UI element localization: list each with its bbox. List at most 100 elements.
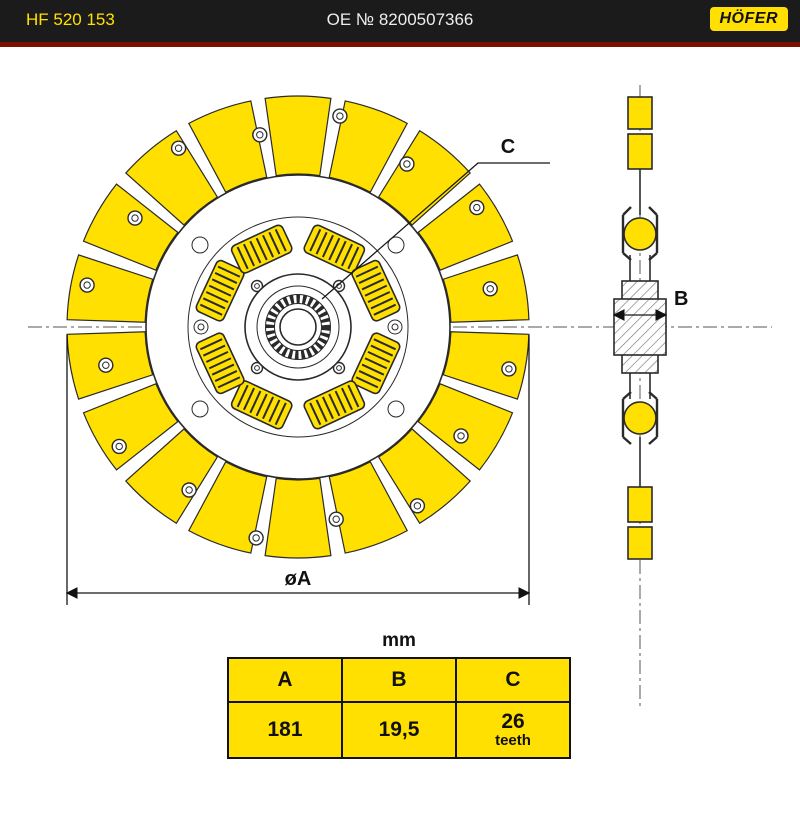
axis-hole <box>193 319 209 335</box>
spring-coil <box>211 278 235 291</box>
friction-pad <box>82 383 179 471</box>
spring-coil <box>214 370 238 382</box>
spring-coil <box>364 357 388 370</box>
damper-spring <box>230 224 293 274</box>
header-bar: HF 520 153 OE № 8200507366 HÖFER <box>0 0 800 47</box>
rivet-hole <box>252 534 260 542</box>
lining-section <box>627 526 653 560</box>
col-header-c: C <box>455 657 571 703</box>
friction-ring <box>66 95 530 559</box>
value-c: 26 teeth <box>455 701 571 759</box>
spring-coil <box>367 350 391 363</box>
axis-hole <box>387 319 403 335</box>
axis-hole-center <box>197 323 205 331</box>
damper-spring <box>351 259 401 322</box>
spring-coil <box>328 393 341 417</box>
hub-rivet-hole <box>336 365 342 371</box>
spring-coil <box>205 350 229 363</box>
rivet <box>332 108 348 124</box>
rivet-hole <box>102 361 110 369</box>
hub-rivet <box>250 279 264 293</box>
rivet <box>409 498 426 514</box>
spec-table: mm A B C 181 19,5 26 teeth <box>227 630 571 759</box>
dimension-a: øA <box>65 335 531 605</box>
rivet <box>248 530 264 546</box>
retainer-tab <box>622 436 632 445</box>
retainer-tab <box>622 391 632 400</box>
spring-coil <box>202 297 226 310</box>
rivet-hole <box>115 442 123 451</box>
rivet-hole <box>505 365 513 373</box>
spring-coil <box>315 231 328 255</box>
rivet <box>469 199 485 216</box>
value-c-unit: teeth <box>495 732 531 750</box>
spring-coil <box>370 297 394 310</box>
rivet-hole <box>256 131 264 139</box>
clutch-disc-side-view <box>613 96 667 560</box>
spring-coil <box>243 387 255 411</box>
hub-rivet-hole <box>254 365 260 371</box>
col-header-b: B <box>341 657 457 703</box>
spring-coil <box>364 284 388 297</box>
rivet <box>111 438 127 455</box>
rivet-hole <box>131 214 139 222</box>
spring-coil <box>262 234 275 258</box>
friction-pad <box>328 100 409 194</box>
retainer-tab <box>648 391 658 400</box>
friction-pad <box>442 331 530 400</box>
part-number: HF 520 153 <box>26 10 115 29</box>
rivet <box>79 277 95 293</box>
hub-flange-section <box>613 298 667 356</box>
spring-coil <box>268 231 281 255</box>
leader-line <box>321 162 550 300</box>
rivet-hole <box>413 502 422 510</box>
retainer-tab <box>622 206 632 216</box>
spring-coil <box>217 376 241 389</box>
spring-coil <box>255 237 268 261</box>
spring-coil <box>217 265 241 278</box>
plate-hole <box>191 236 209 254</box>
spring-coil <box>373 303 397 316</box>
rivet-hole <box>83 281 91 289</box>
axis-hole-center <box>391 323 399 331</box>
damper-spring <box>230 380 293 430</box>
spring-coil <box>347 246 360 270</box>
spring-coil <box>373 338 397 351</box>
spring-coil <box>236 384 249 408</box>
spring-coil <box>347 384 360 408</box>
hub-rivet <box>332 279 346 293</box>
rivet <box>127 210 143 226</box>
rivet-hole <box>332 515 340 523</box>
friction-pad <box>264 477 332 559</box>
lining-section <box>627 133 653 170</box>
retainer-tab <box>648 206 658 216</box>
rivet <box>453 428 469 444</box>
spring-coil <box>274 228 287 252</box>
damper-spring <box>195 332 245 395</box>
technical-drawing: øA B C <box>28 85 772 709</box>
dimension-table: A B C 181 19,5 26 teeth <box>227 657 571 759</box>
spring-coil <box>214 272 238 284</box>
plate-hole <box>191 400 209 418</box>
clutch-disc-front-view <box>66 95 530 559</box>
spring-coil <box>321 234 334 258</box>
rivet <box>399 156 415 172</box>
spring-coil <box>268 399 281 423</box>
hub-flange-inner <box>256 285 340 369</box>
spring-coil <box>199 303 223 316</box>
spring-coil <box>358 272 382 284</box>
spring-coil <box>315 399 328 423</box>
friction-pad <box>417 183 514 271</box>
friction-pad <box>66 254 154 323</box>
dim-a-label: øA <box>285 568 312 590</box>
spring-coil <box>208 284 232 297</box>
rivet <box>482 281 498 297</box>
spring-coil <box>274 402 287 426</box>
friction-pad <box>124 129 219 226</box>
rivet <box>98 357 114 373</box>
retainer-tab <box>648 436 658 445</box>
spring-coil <box>341 387 353 411</box>
rivet <box>501 361 517 377</box>
spring-coil <box>367 291 391 304</box>
